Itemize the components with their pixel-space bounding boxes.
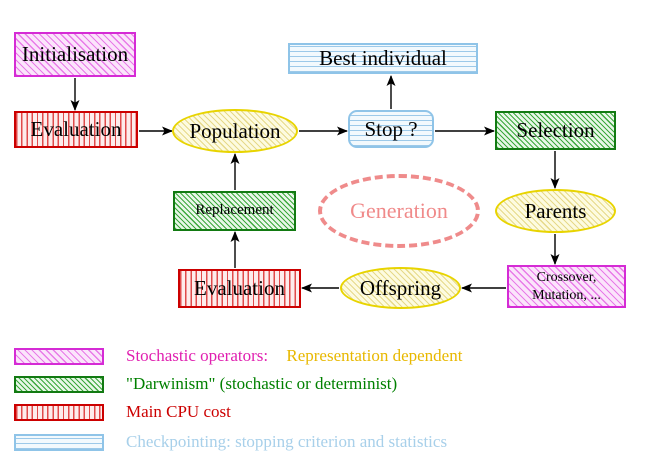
node-replacement[interactable]: Replacement bbox=[173, 191, 296, 231]
legend-row-darwinism: "Darwinism" (stochastic or determinist) bbox=[14, 372, 397, 396]
node-replacement-label: Replacement bbox=[195, 202, 274, 219]
node-best-individual-label: Best individual bbox=[319, 46, 447, 71]
node-generation-annotation: Generation bbox=[318, 174, 480, 248]
legend-row-checkpointing: Checkpointing: stopping criterion and st… bbox=[14, 430, 447, 454]
node-best-individual[interactable]: Best individual bbox=[288, 43, 478, 74]
node-selection-label: Selection bbox=[516, 118, 595, 143]
legend-row-stochastic-operators: Stochastic operators: Representation dep… bbox=[14, 344, 462, 368]
node-parents[interactable]: Parents bbox=[495, 189, 616, 233]
legend-text-representation-dependent: Representation dependent bbox=[286, 346, 463, 365]
node-crossover-mutation[interactable]: Crossover, Mutation, ... bbox=[507, 265, 626, 308]
legend-text-stochastic-operators: Stochastic operators: bbox=[126, 346, 269, 365]
legend-swatch-red-hatch bbox=[14, 403, 104, 421]
legend-swatch-magenta-hatch bbox=[14, 347, 104, 365]
legend-text-darwinism: "Darwinism" (stochastic or determinist) bbox=[126, 374, 398, 393]
node-initialisation-label: Initialisation bbox=[21, 42, 129, 67]
node-selection[interactable]: Selection bbox=[495, 111, 616, 150]
node-population-label: Population bbox=[189, 118, 281, 143]
node-evaluation-top-label: Evaluation bbox=[30, 117, 122, 142]
node-crossover-line1: Crossover, bbox=[536, 270, 597, 285]
legend-swatch-green-hatch bbox=[14, 375, 104, 393]
node-offspring[interactable]: Offspring bbox=[340, 267, 461, 309]
node-evaluation-top[interactable]: Evaluation bbox=[14, 111, 138, 148]
legend-swatch-blue-lines bbox=[14, 433, 104, 451]
node-stop-label: Stop ? bbox=[364, 116, 418, 141]
node-evaluation-bottom-label: Evaluation bbox=[194, 276, 285, 301]
node-population[interactable]: Population bbox=[172, 109, 298, 153]
node-initialisation[interactable]: Initialisation bbox=[14, 32, 136, 77]
node-offspring-label: Offspring bbox=[359, 275, 442, 300]
node-evaluation-bottom[interactable]: Evaluation bbox=[178, 269, 301, 308]
legend-row-main-cpu-cost: Main CPU cost bbox=[14, 400, 231, 424]
node-stop-decision[interactable]: Stop ? bbox=[348, 110, 434, 148]
node-crossover-mutation-label: Crossover, Mutation, ... bbox=[532, 269, 601, 304]
node-parents-label: Parents bbox=[524, 198, 587, 223]
legend: Stochastic operators: Representation dep… bbox=[0, 338, 670, 465]
legend-text-checkpointing: Checkpointing: stopping criterion and st… bbox=[126, 432, 448, 451]
node-generation-label: Generation bbox=[350, 198, 448, 224]
legend-label-stochastic-operators: Stochastic operators: Representation dep… bbox=[126, 346, 462, 366]
node-crossover-line2: Mutation, ... bbox=[532, 287, 601, 303]
legend-text-main-cpu-cost: Main CPU cost bbox=[126, 402, 231, 421]
